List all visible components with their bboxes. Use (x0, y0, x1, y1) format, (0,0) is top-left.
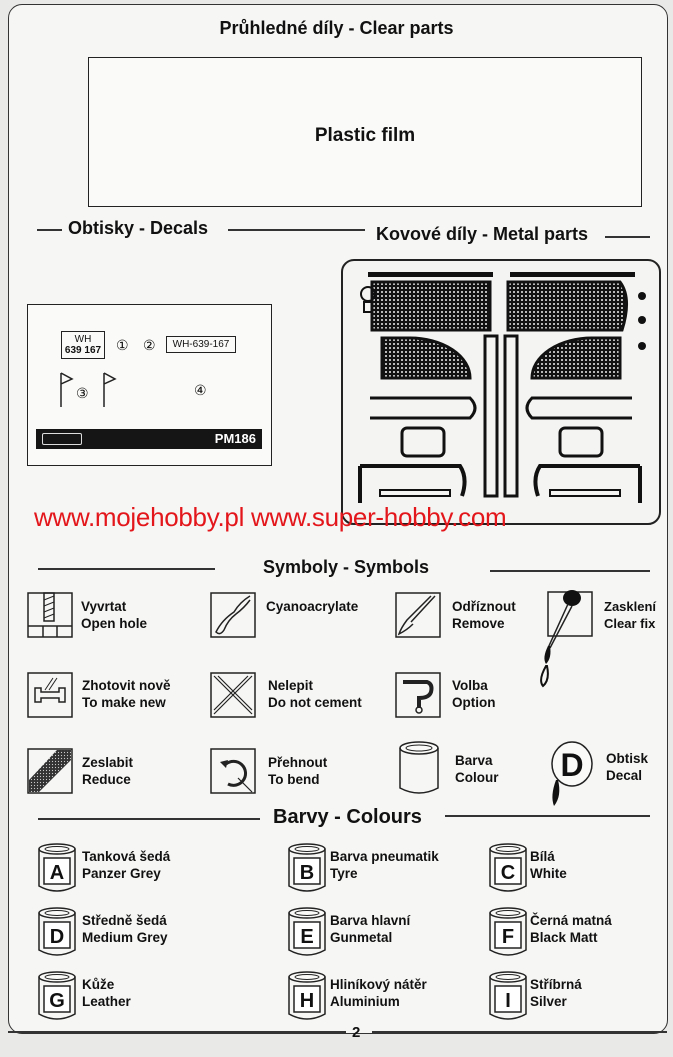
paint-can-icon: A (38, 843, 76, 892)
paint-can-icon: B (288, 843, 326, 892)
colour-can-h: H (286, 970, 328, 1027)
decal-plate-1: WH 639 167 (61, 331, 105, 359)
colour-can-b: B (286, 842, 328, 899)
svg-text:D: D (50, 926, 64, 948)
paint-can-icon: H (288, 971, 326, 1020)
decals-heading: Obtisky - Decals (68, 218, 209, 238)
dropper-icon (540, 590, 593, 688)
metal-parts-heading: Kovové díly - Metal parts (376, 224, 589, 244)
plastic-film-label: Plastic film (314, 125, 416, 146)
paint-can-icon (399, 741, 439, 794)
make-new-icon (27, 672, 73, 718)
decal-plate-2: WH-639-167 (166, 336, 236, 353)
svg-text:A: A (50, 862, 64, 884)
decal-number: ② (143, 337, 156, 353)
paint-can-icon: G (38, 971, 76, 1020)
flag-decals-icon (60, 372, 117, 407)
decal-sheet: WH 639 167 ① ② WH-639-167 ③ ④ PM186 (27, 304, 272, 466)
decal-number: ③ (76, 385, 89, 401)
decal-number: ④ (194, 382, 207, 398)
colour-can-e: E (286, 906, 328, 963)
colour-can-f: F (487, 906, 529, 963)
divider (38, 818, 260, 820)
svg-text:D: D (560, 747, 583, 783)
divider (372, 1031, 667, 1033)
svg-text:B: B (300, 862, 314, 884)
divider (445, 815, 650, 817)
divider (490, 570, 650, 572)
plate-text: WH (74, 334, 92, 345)
watermark-text: www.mojehobby.pl www.super-hobby.com (34, 502, 507, 532)
svg-text:H: H (300, 990, 314, 1012)
symbol-label: Cyanoacrylate (266, 599, 359, 614)
svg-text:G: G (49, 990, 65, 1012)
glue-icon (210, 592, 256, 638)
divider (605, 236, 650, 238)
decal-number: ① (116, 337, 129, 353)
paint-can-icon: D (38, 907, 76, 956)
divider (228, 229, 365, 231)
plate-text: 639 167 (64, 345, 102, 356)
colour-can-a: A (36, 842, 78, 899)
divider (38, 568, 215, 570)
drill-icon (27, 592, 73, 638)
svg-text:I: I (505, 990, 511, 1012)
paint-can-icon: F (489, 907, 527, 956)
svg-text:F: F (502, 926, 514, 948)
divider (8, 1031, 346, 1033)
plastic-film-box: Plastic film (88, 57, 642, 207)
paint-can-icon: E (288, 907, 326, 956)
paint-can-icon: I (489, 971, 527, 1020)
colour-can-d: D (36, 906, 78, 963)
colour-can-g: G (36, 970, 78, 1027)
knife-icon (395, 592, 441, 638)
colour-can-c: C (487, 842, 529, 899)
brand-logo (42, 433, 82, 445)
svg-text:C: C (501, 862, 515, 884)
decal-brand-strip: PM186 (36, 429, 262, 449)
page-number: 2 (352, 1024, 361, 1041)
do-not-cement-icon (210, 672, 256, 718)
symbols-heading: Symboly - Symbols (263, 557, 430, 577)
bend-icon (210, 748, 256, 794)
paint-can-icon: C (489, 843, 527, 892)
colour-can-i: I (487, 970, 529, 1027)
photo-etched-fret (341, 259, 661, 525)
svg-text:E: E (300, 926, 313, 948)
decal-code: PM186 (214, 431, 256, 446)
option-icon (395, 672, 441, 718)
clear-parts-heading: Průhledné díly - Clear parts (219, 18, 454, 38)
divider (37, 229, 62, 231)
reduce-icon (27, 748, 73, 794)
decal-icon: D (551, 741, 593, 806)
colours-heading: Barvy - Colours (273, 806, 422, 828)
